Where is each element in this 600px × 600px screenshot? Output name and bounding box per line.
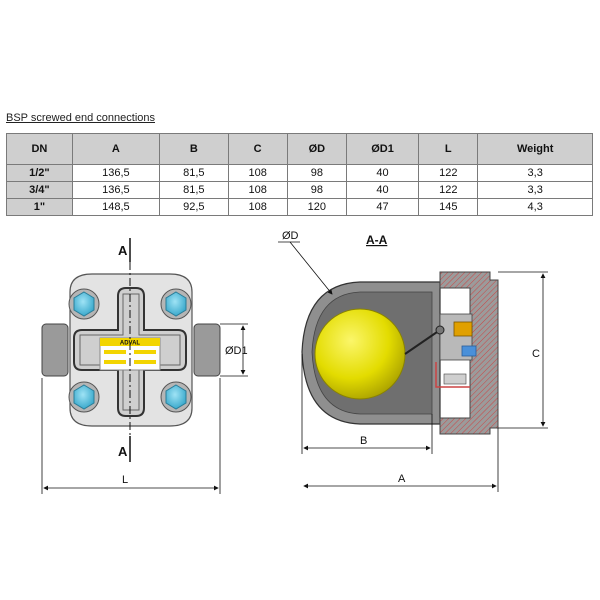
- bolt-bottom-left: [68, 381, 100, 413]
- section-title: A-A: [366, 233, 388, 247]
- cell: 136,5: [71, 181, 161, 199]
- cell: 122: [418, 164, 479, 182]
- float-lever: [404, 329, 441, 355]
- cell: 3,3: [477, 164, 593, 182]
- table-caption: BSP screwed end connections: [6, 112, 155, 124]
- section-view: A-A ØD C B A: [278, 230, 548, 492]
- col-header-c: C: [227, 133, 288, 165]
- valve-seat: [453, 321, 473, 337]
- bolt-bottom-right: [160, 381, 192, 413]
- dim-leader-d: [289, 241, 333, 295]
- cell: 81,5: [159, 181, 229, 199]
- cell: 3,3: [477, 181, 593, 199]
- cell: 108: [227, 164, 288, 182]
- air-vent: [443, 373, 467, 385]
- col-header-a: A: [71, 133, 161, 165]
- dimensions-table: DN A B C ØD ØD1 L Weight 1/2" 136,5 81,5…: [6, 133, 593, 216]
- nameplate-field: [134, 360, 156, 364]
- col-header-d1: ØD1: [345, 133, 420, 165]
- nameplate-field: [104, 350, 126, 354]
- bolt-top-left: [68, 288, 100, 320]
- orifice: [461, 345, 477, 357]
- cell: 120: [286, 198, 347, 216]
- col-header-d: ØD: [286, 133, 347, 165]
- cell-dn: 3/4": [6, 181, 73, 199]
- cell: 40: [345, 164, 420, 182]
- dim-label-c: C: [532, 348, 540, 360]
- cell: 40: [345, 181, 420, 199]
- col-header-l: L: [418, 133, 479, 165]
- float-ball: [314, 308, 406, 400]
- dim-label-d: ØD: [282, 230, 299, 242]
- section-label-top: A: [118, 243, 128, 258]
- front-view: ADVAL A A ØD1 L: [41, 238, 248, 494]
- dim-label-b: B: [360, 435, 367, 447]
- cell: 98: [286, 164, 347, 182]
- cell: 148,5: [71, 198, 161, 216]
- cell: 47: [345, 198, 420, 216]
- cell: 92,5: [159, 198, 229, 216]
- cell: 4,3: [477, 198, 593, 216]
- col-header-weight: Weight: [477, 133, 593, 165]
- cell: 108: [227, 198, 288, 216]
- cell: 122: [418, 181, 479, 199]
- cell: 136,5: [71, 164, 161, 182]
- cell-dn: 1": [6, 198, 73, 216]
- outlet-connection: [193, 323, 221, 377]
- cross-rib-inner: [79, 293, 181, 411]
- inlet-connection: [41, 323, 69, 377]
- dim-label-d1: ØD1: [225, 345, 248, 357]
- col-header-b: B: [159, 133, 229, 165]
- cell: 108: [227, 181, 288, 199]
- cell: 81,5: [159, 164, 229, 182]
- table-row: 3/4" 136,5 81,5 108 98 40 122 3,3: [6, 181, 593, 199]
- col-header-dn: DN: [6, 133, 73, 165]
- nameplate-field: [104, 360, 126, 364]
- table-row: 1" 148,5 92,5 108 120 47 145 4,3: [6, 198, 593, 216]
- cell-dn: 1/2": [6, 164, 73, 182]
- lever-pivot: [435, 325, 445, 335]
- cell: 98: [286, 181, 347, 199]
- section-label-bottom: A: [118, 444, 128, 459]
- cell: 145: [418, 198, 479, 216]
- dim-label-l: L: [122, 474, 128, 486]
- cover-flange: [439, 271, 499, 435]
- nameplate-field: [134, 350, 156, 354]
- table-row: 1/2" 136,5 81,5 108 98 40 122 3,3: [6, 164, 593, 182]
- bolt-top-right: [160, 288, 192, 320]
- vent-channel: [435, 362, 470, 388]
- table-header-row: DN A B C ØD ØD1 L Weight: [6, 133, 593, 165]
- dim-label-a: A: [398, 473, 406, 485]
- technical-drawing: ADVAL A A ØD1 L A-A: [41, 230, 548, 494]
